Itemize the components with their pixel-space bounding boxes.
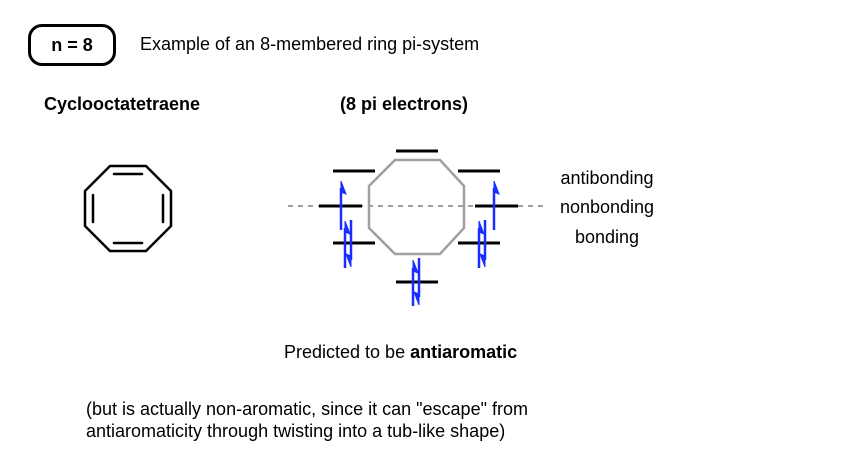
n-badge-label: n = 8 (51, 34, 93, 55)
electrons (339, 180, 500, 306)
page-title: Example of an 8-membered ring pi-system (140, 34, 480, 54)
prediction-emphasis: antiaromatic (410, 342, 518, 362)
molecule-name: Cyclooctatetraene (44, 94, 201, 114)
label-antibonding: antibonding (560, 168, 654, 188)
cot-ring-outline (83, 164, 173, 253)
pi-electron-label: (8 pi electrons) (340, 94, 469, 114)
electron-up-arrow (492, 180, 500, 230)
prediction-text: Predicted to be antiaromatic (284, 342, 517, 363)
prediction-prefix: Predicted to be (284, 342, 411, 362)
frost-octagon (367, 158, 466, 256)
note-line-2: antiaromaticity through twisting into a … (86, 421, 506, 441)
electron-pair-arrows (343, 220, 353, 268)
n-badge: n = 8 (28, 24, 116, 66)
electron-pair-arrows (477, 220, 487, 268)
label-bonding: bonding (574, 227, 640, 247)
cyclooctatetraene-structure (83, 164, 173, 253)
electron-up-arrow (339, 180, 347, 230)
electron-pair-arrows (411, 258, 421, 306)
note-line-1: (but is actually non-aromatic, since it … (86, 399, 528, 419)
explanation-note: (but is actually non-aromatic, since it … (86, 398, 846, 442)
label-nonbonding: nonbonding (559, 197, 655, 217)
